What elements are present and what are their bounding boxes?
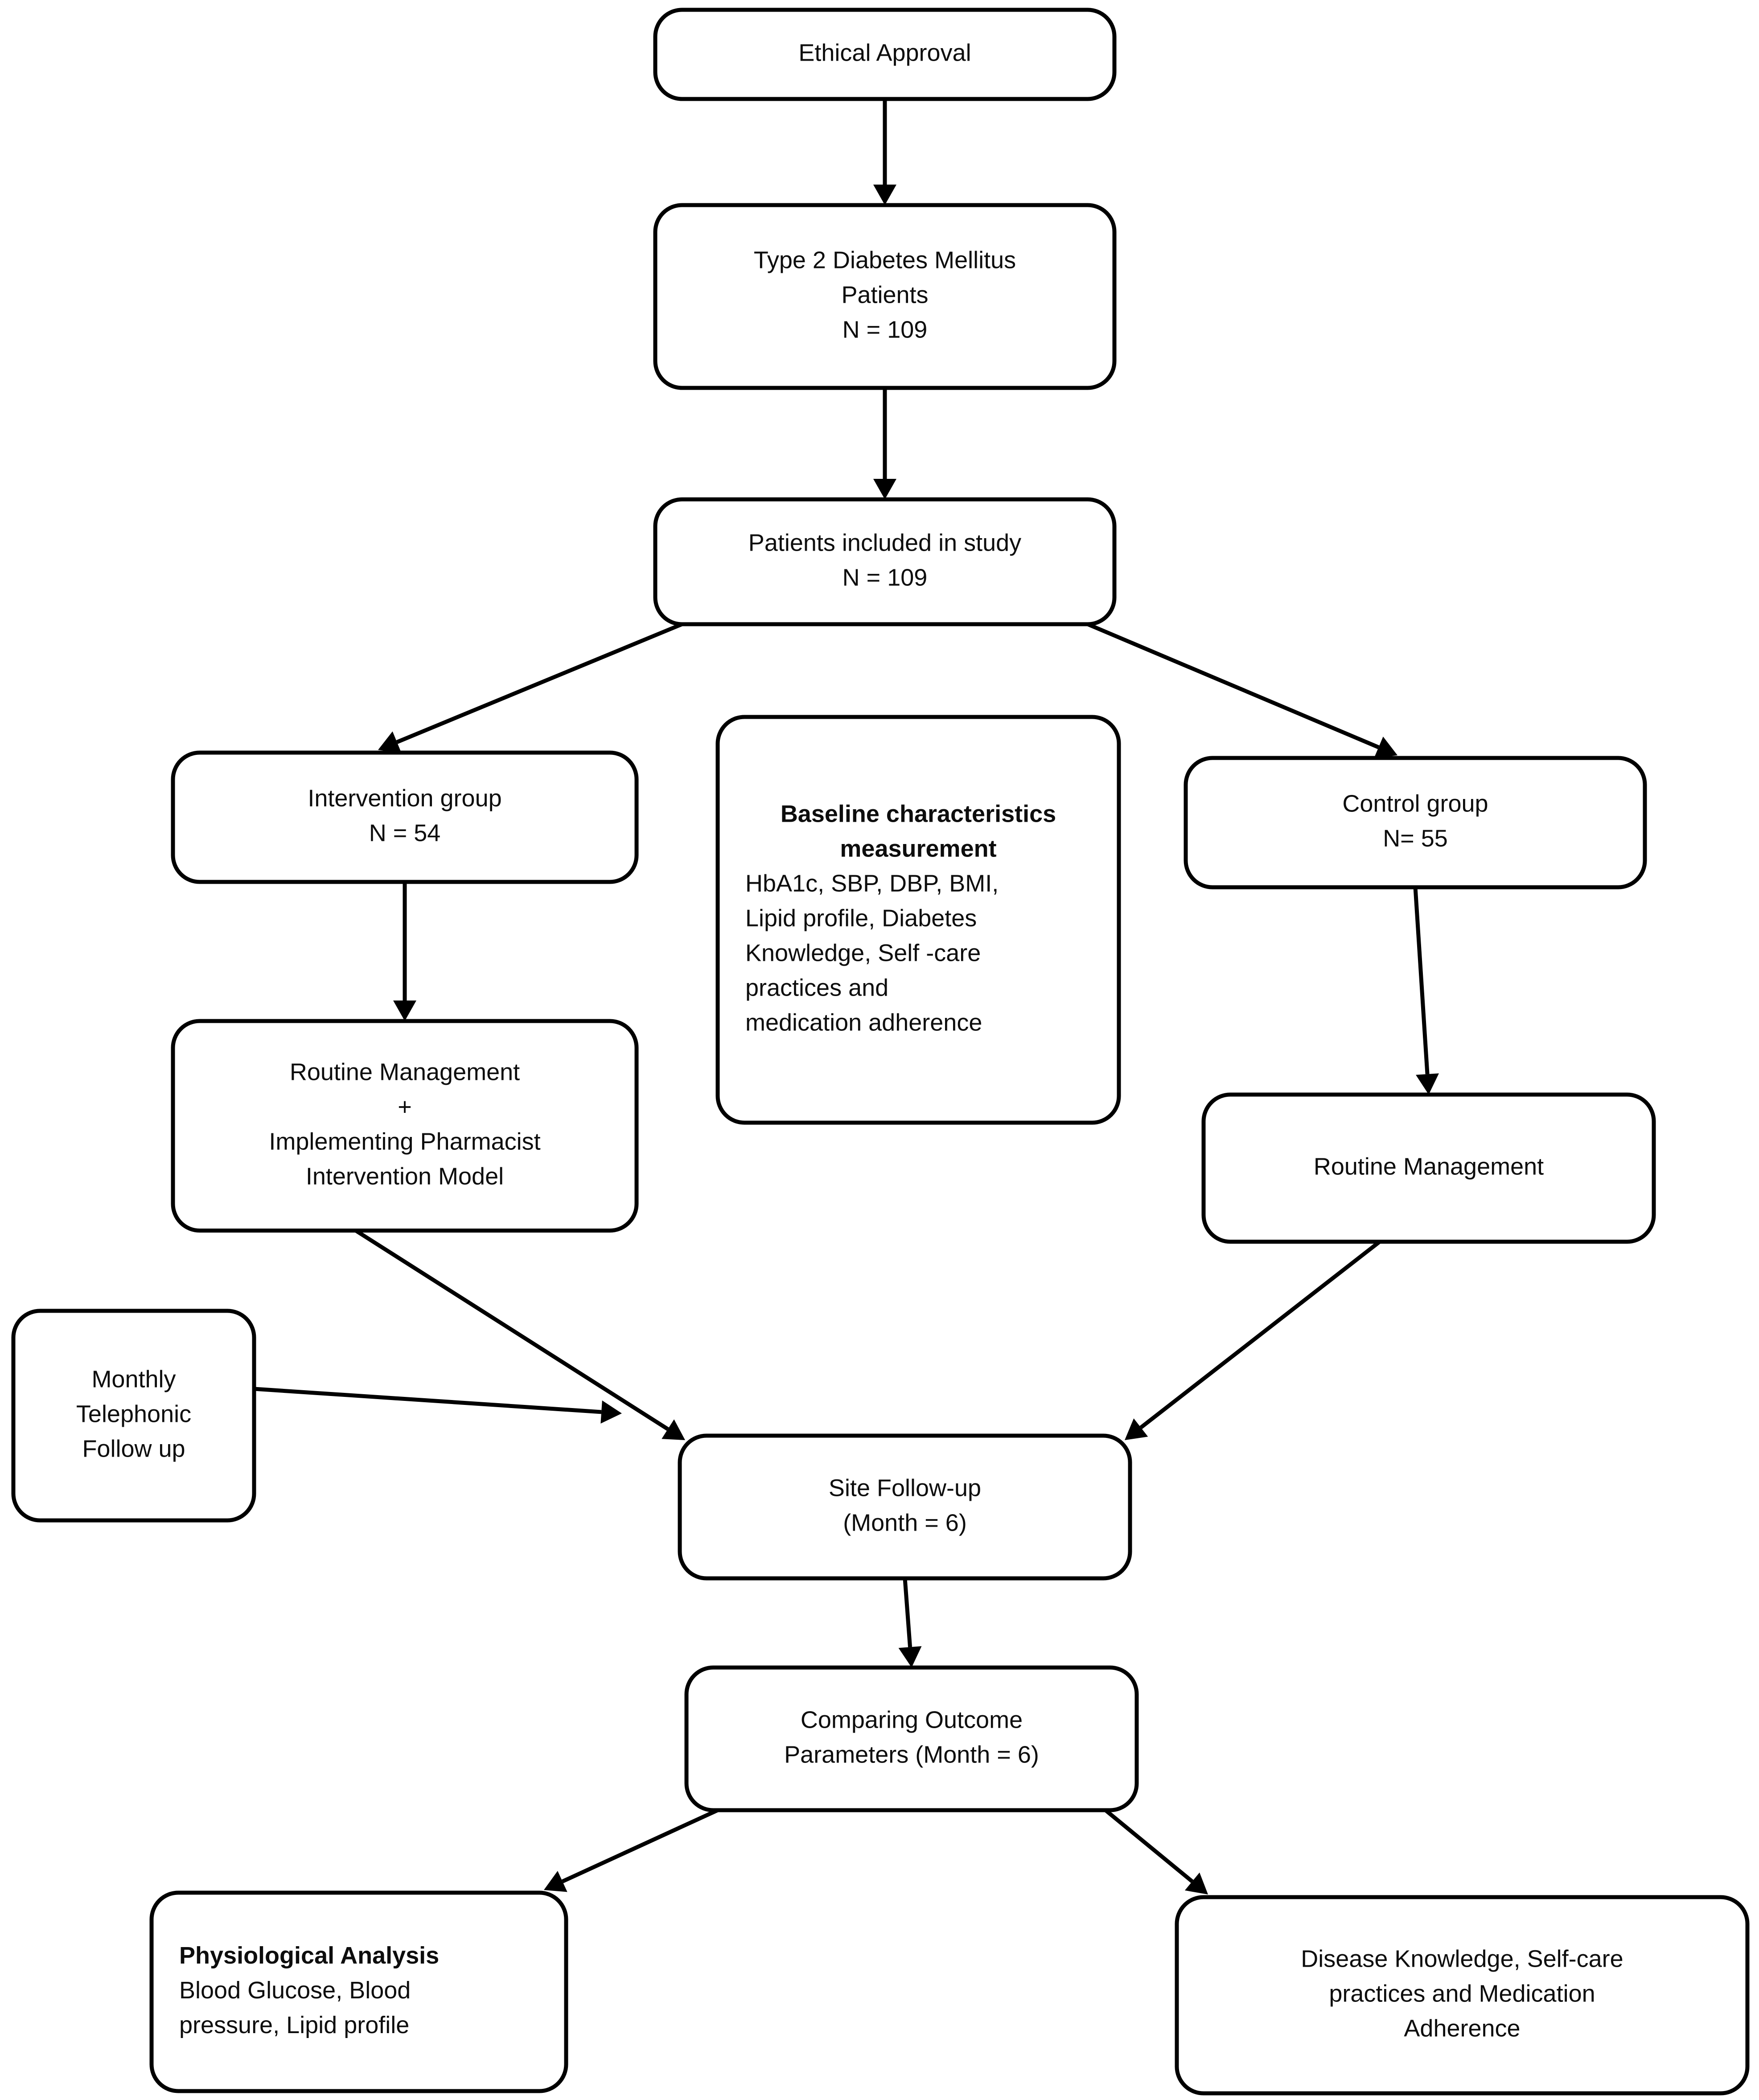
t2dm-patients-line-2: N = 109 bbox=[843, 316, 928, 343]
node-baseline-characteristics: Baseline characteristics measurementHbA1c… bbox=[715, 715, 1121, 1125]
baseline-characteristics-line-6: medication adherence bbox=[745, 1009, 982, 1036]
intervention-group-line-0: Intervention group bbox=[308, 785, 501, 811]
ethical-approval-line-0: Ethical Approval bbox=[798, 39, 971, 66]
node-intervention-group: Intervention group N = 54 bbox=[171, 750, 639, 884]
physiological-analysis-line-1: Blood Glucose, Blood bbox=[179, 1977, 411, 2004]
disease-knowledge-line-2: Adherence bbox=[1404, 2015, 1520, 2042]
monthly-telephonic-line-1: Telephonic bbox=[76, 1400, 191, 1427]
edge-telephonic-to-site bbox=[254, 1387, 622, 1424]
baseline-characteristics-line-3: Lipid profile, Diabetes bbox=[745, 905, 977, 931]
physiological-analysis-box bbox=[149, 1890, 568, 2093]
edge-comparing-to-knowledge bbox=[1104, 1808, 1208, 1894]
disease-knowledge-line-0: Disease Knowledge, Self-care bbox=[1301, 1945, 1623, 1972]
baseline-characteristics-line-1: measurement bbox=[840, 835, 996, 862]
edges-layer bbox=[254, 99, 1439, 1894]
routine-plus-pharmacist-box bbox=[171, 1019, 639, 1233]
baseline-characteristics-line-0: Baseline characteristics bbox=[781, 800, 1056, 827]
intervention-group-line-1: N = 54 bbox=[369, 819, 441, 846]
edge-t2dm-to-included bbox=[873, 388, 896, 499]
patients-included-box bbox=[653, 497, 1117, 626]
routine-plus-pharmacist-line-1: + bbox=[398, 1093, 412, 1120]
patients-included-line-0: Patients included in study bbox=[748, 529, 1021, 556]
edge-comparing-to-physiological bbox=[544, 1808, 719, 1892]
edge-routine-to-site bbox=[1125, 1240, 1381, 1440]
patients-included-line-1: N = 109 bbox=[843, 564, 928, 591]
routine-plus-pharmacist-line-0: Routine Management bbox=[290, 1058, 520, 1085]
edge-ethical-to-t2dm bbox=[873, 99, 896, 205]
node-control-group: Control group N= 55 bbox=[1184, 756, 1647, 889]
ethical-approval-box bbox=[653, 8, 1117, 101]
routine-plus-pharmacist-line-3: Intervention Model bbox=[306, 1163, 504, 1190]
node-routine-management: Routine Management bbox=[1201, 1092, 1656, 1244]
routine-plus-pharmacist-line-2: Implementing Pharmacist bbox=[269, 1128, 540, 1155]
intervention-group-box bbox=[171, 750, 639, 884]
physiological-analysis-line-2: pressure, Lipid profile bbox=[179, 2012, 409, 2038]
control-group-line-1: N= 55 bbox=[1383, 825, 1448, 852]
site-followup-line-0: Site Follow-up bbox=[829, 1474, 981, 1501]
physiological-analysis-line-0: Physiological Analysis bbox=[179, 1942, 439, 1969]
routine-management-box bbox=[1201, 1092, 1656, 1244]
control-group-line-0: Control group bbox=[1342, 790, 1488, 817]
disease-knowledge-line-1: practices and Medication bbox=[1329, 1980, 1595, 2007]
comparing-outcome-line-1: Parameters (Month = 6) bbox=[784, 1741, 1039, 1768]
monthly-telephonic-line-0: Monthly bbox=[91, 1366, 176, 1392]
site-followup-line-1: (Month = 6) bbox=[843, 1509, 967, 1536]
routine-management-line-0: Routine Management bbox=[1314, 1153, 1544, 1180]
t2dm-patients-line-1: Patients bbox=[841, 281, 928, 308]
node-routine-plus-pharmacist: Routine Management + Implementing Pharmaci… bbox=[171, 1019, 639, 1233]
t2dm-patients-line-0: Type 2 Diabetes Mellitus bbox=[754, 247, 1016, 273]
monthly-telephonic-line-2: Follow up bbox=[82, 1435, 185, 1462]
t2dm-patients-box bbox=[653, 203, 1117, 390]
baseline-characteristics-box bbox=[715, 715, 1121, 1125]
baseline-characteristics-line-4: Knowledge, Self -care bbox=[745, 939, 981, 966]
edge-site-to-comparing bbox=[898, 1578, 922, 1668]
edge-routine-plus-to-site bbox=[354, 1229, 685, 1440]
node-site-followup: Site Follow-up (Month = 6) bbox=[678, 1433, 1132, 1581]
comparing-outcome-box bbox=[684, 1665, 1139, 1812]
baseline-characteristics-line-2: HbA1c, SBP, DBP, BMI, bbox=[745, 870, 999, 897]
comparing-outcome-line-0: Comparing Outcome bbox=[801, 1706, 1023, 1733]
node-ethical-approval: Ethical Approval bbox=[653, 8, 1117, 101]
edge-intervention-to-routine-plus bbox=[393, 882, 416, 1021]
node-patients-included: Patients included in study N = 109 bbox=[653, 497, 1117, 626]
baseline-characteristics-line-5: practices and bbox=[745, 974, 888, 1001]
edge-control-to-routine bbox=[1413, 887, 1439, 1095]
monthly-telephonic-box bbox=[11, 1309, 256, 1523]
control-group-box bbox=[1184, 756, 1647, 889]
edge-included-to-intervention bbox=[378, 622, 683, 753]
edge-included-to-control bbox=[1087, 622, 1397, 758]
node-disease-knowledge: Disease Knowledge, Self-care practices an… bbox=[1175, 1895, 1750, 2096]
disease-knowledge-box bbox=[1175, 1895, 1750, 2096]
site-followup-box bbox=[678, 1433, 1132, 1581]
